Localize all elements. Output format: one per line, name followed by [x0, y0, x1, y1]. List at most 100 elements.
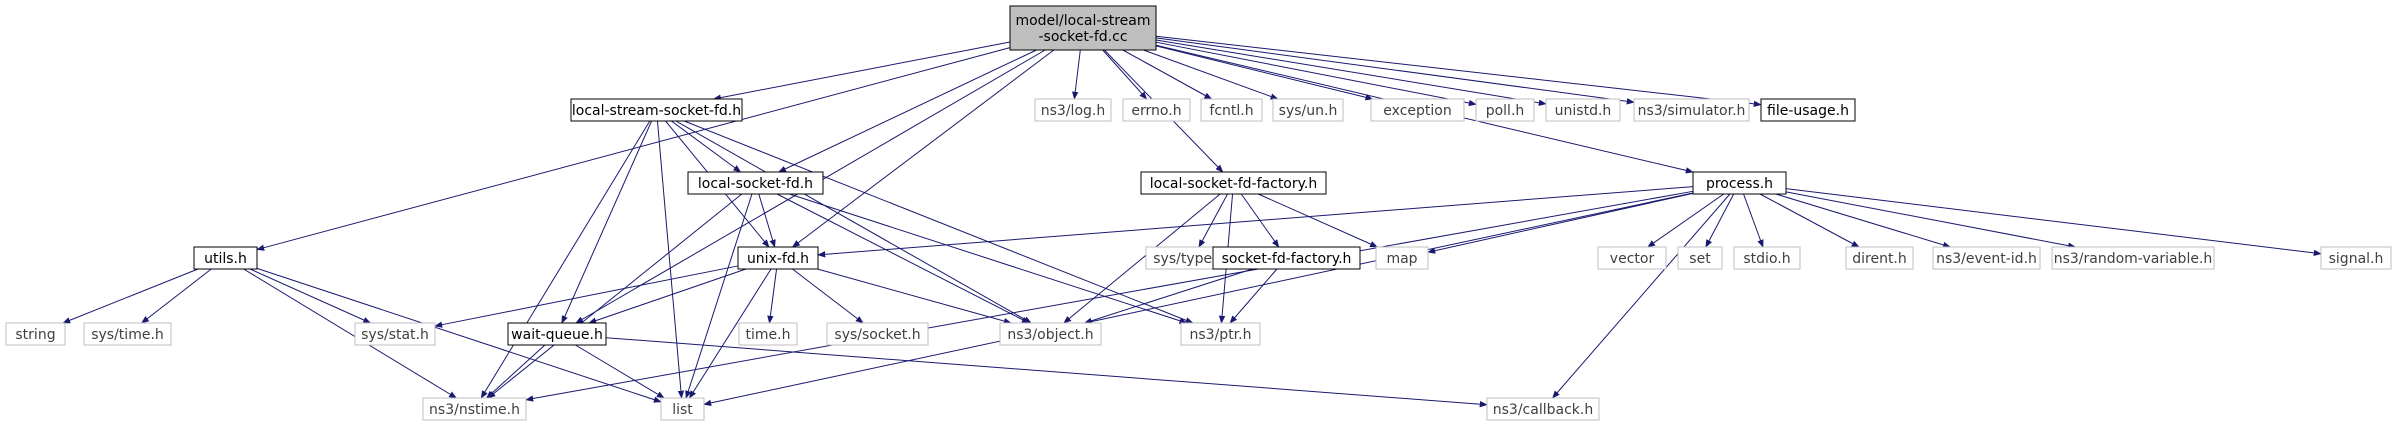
node-box-syssocket — [826, 322, 929, 346]
node-randvar: ns3/random-variable.h — [2051, 246, 2215, 270]
node-box-lsfd — [687, 171, 824, 195]
edge-process-to-randvar — [1785, 191, 2077, 249]
edge-utils-to-systime — [141, 268, 212, 324]
node-box-nsnstime — [422, 397, 527, 421]
edge-process-to-eventid — [1775, 193, 1952, 248]
node-nsnstime: ns3/nstime.h — [422, 397, 527, 421]
edge-lssfd-to-lsfd — [671, 120, 742, 173]
node-waitq[interactable]: wait-queue.h — [507, 322, 607, 346]
node-box-root — [1009, 5, 1157, 51]
edge-layer — [62, 35, 2322, 408]
node-string: string — [5, 322, 66, 346]
node-box-set — [1677, 246, 1723, 270]
edge-lsfdf-to-map — [1258, 193, 1379, 248]
node-label-syssocket: sys/socket.h — [834, 327, 920, 343]
node-label-nssim: ns3/simulator.h — [1638, 103, 1746, 119]
edge-process-to-map — [1427, 192, 1694, 254]
edge-unixfd-to-sysstat — [434, 265, 739, 328]
edge-utils-to-nsnstime — [243, 268, 458, 399]
edge-sfdf-to-nsobject — [1083, 268, 1253, 324]
node-dirent: dirent.h — [1845, 246, 1914, 270]
node-box-waitq — [507, 322, 607, 346]
node-label-vector: vector — [1610, 251, 1655, 267]
node-label-nscallback: ns3/callback.h — [1493, 402, 1593, 418]
node-fcntl: fcntl.h — [1200, 98, 1263, 122]
node-box-nslog — [1034, 98, 1112, 122]
node-label-root: model/local-stream — [1015, 13, 1150, 29]
edge-waitq-to-list — [575, 344, 665, 399]
node-lsfd[interactable]: local-socket-fd.h — [687, 171, 824, 195]
node-sysstat: sys/stat.h — [354, 322, 436, 346]
node-label-stdio: stdio.h — [1743, 251, 1790, 267]
node-label-sysun: sys/un.h — [1279, 103, 1338, 119]
node-label-lssfd: local-stream-socket-fd.h — [572, 103, 741, 119]
node-box-sysun — [1272, 98, 1344, 122]
node-label-poll: poll.h — [1486, 103, 1525, 119]
node-box-nscallback — [1486, 397, 1600, 421]
node-errno: errno.h — [1122, 98, 1191, 122]
edge-root-to-fcntl — [1122, 49, 1213, 100]
edge-lssfd-to-nsptr — [684, 120, 1194, 324]
node-box-unistd — [1545, 98, 1621, 122]
node-box-dirent — [1845, 246, 1914, 270]
node-label-errno: errno.h — [1131, 103, 1181, 119]
node-root[interactable]: model/local-stream-socket-fd.cc — [1009, 5, 1157, 51]
node-box-eventid — [1932, 246, 2041, 270]
edge-lssfd-to-list — [656, 120, 685, 399]
edge-lssfd-to-waitq — [561, 120, 653, 324]
node-lssfd[interactable]: local-stream-socket-fd.h — [570, 98, 743, 122]
node-process[interactable]: process.h — [1692, 171, 1787, 195]
edge-process-to-set — [1705, 193, 1735, 248]
node-sfdf[interactable]: socket-fd-factory.h — [1212, 246, 1361, 270]
node-box-time — [738, 322, 798, 346]
edge-root-to-fileusage — [1155, 35, 1762, 108]
edge-lsfd-to-nsptr — [789, 193, 1188, 324]
node-label-list: list — [672, 402, 693, 418]
node-nslog: ns3/log.h — [1034, 98, 1112, 122]
node-time: time.h — [738, 322, 798, 346]
node-stdio: stdio.h — [1733, 246, 1801, 270]
node-box-utils — [193, 246, 258, 270]
node-fileusage[interactable]: file-usage.h — [1760, 98, 1856, 122]
node-box-vector — [1597, 246, 1667, 270]
edge-root-to-unistd — [1155, 39, 1547, 106]
node-unistd: unistd.h — [1545, 98, 1621, 122]
node-utils[interactable]: utils.h — [193, 246, 258, 270]
edge-unixfd-to-list — [689, 268, 772, 399]
node-unixfd[interactable]: unix-fd.h — [737, 246, 819, 270]
node-box-nsobject — [999, 322, 1102, 346]
node-poll: poll.h — [1475, 98, 1535, 122]
edge-utils-to-string — [62, 268, 199, 324]
edge-lsfd-to-nsobject — [776, 193, 1030, 324]
edge-root-to-errno — [1102, 49, 1148, 100]
node-label-unixfd: unix-fd.h — [747, 251, 809, 267]
node-label-time: time.h — [746, 327, 791, 343]
node-label-fileusage: file-usage.h — [1767, 103, 1849, 119]
edge-unixfd-to-syssocket — [792, 268, 864, 324]
node-eventid: ns3/event-id.h — [1932, 246, 2041, 270]
edge-lsfdf-to-nsobject — [1063, 193, 1221, 324]
edge-root-to-nslog — [1072, 49, 1081, 100]
node-lsfdf[interactable]: local-socket-fd-factory.h — [1140, 171, 1327, 195]
node-exception: exception — [1370, 98, 1465, 122]
node-label-systime: sys/time.h — [91, 327, 164, 343]
node-systime: sys/time.h — [83, 322, 172, 346]
node-box-stdio — [1733, 246, 1801, 270]
edge-lsfd-to-list — [685, 193, 753, 399]
node-label-utils: utils.h — [204, 251, 247, 267]
node-label-signal: signal.h — [2329, 251, 2384, 267]
node-box-exception — [1370, 98, 1465, 122]
node-box-lsfdf — [1140, 171, 1327, 195]
node-nsobject: ns3/object.h — [999, 322, 1102, 346]
node-box-process — [1692, 171, 1787, 195]
edge-process-to-dirent — [1759, 193, 1860, 248]
node-label-unistd: unistd.h — [1555, 103, 1612, 119]
node-label-fcntl: fcntl.h — [1209, 103, 1253, 119]
node-label-string: string — [15, 327, 55, 343]
node-list: list — [660, 397, 705, 421]
node-label-lsfd: local-socket-fd.h — [698, 176, 813, 192]
node-box-signal — [2320, 246, 2392, 270]
node-label-waitq: wait-queue.h — [511, 327, 603, 343]
node-layer: model/local-stream-socket-fd.cc local-str… — [5, 5, 2392, 421]
